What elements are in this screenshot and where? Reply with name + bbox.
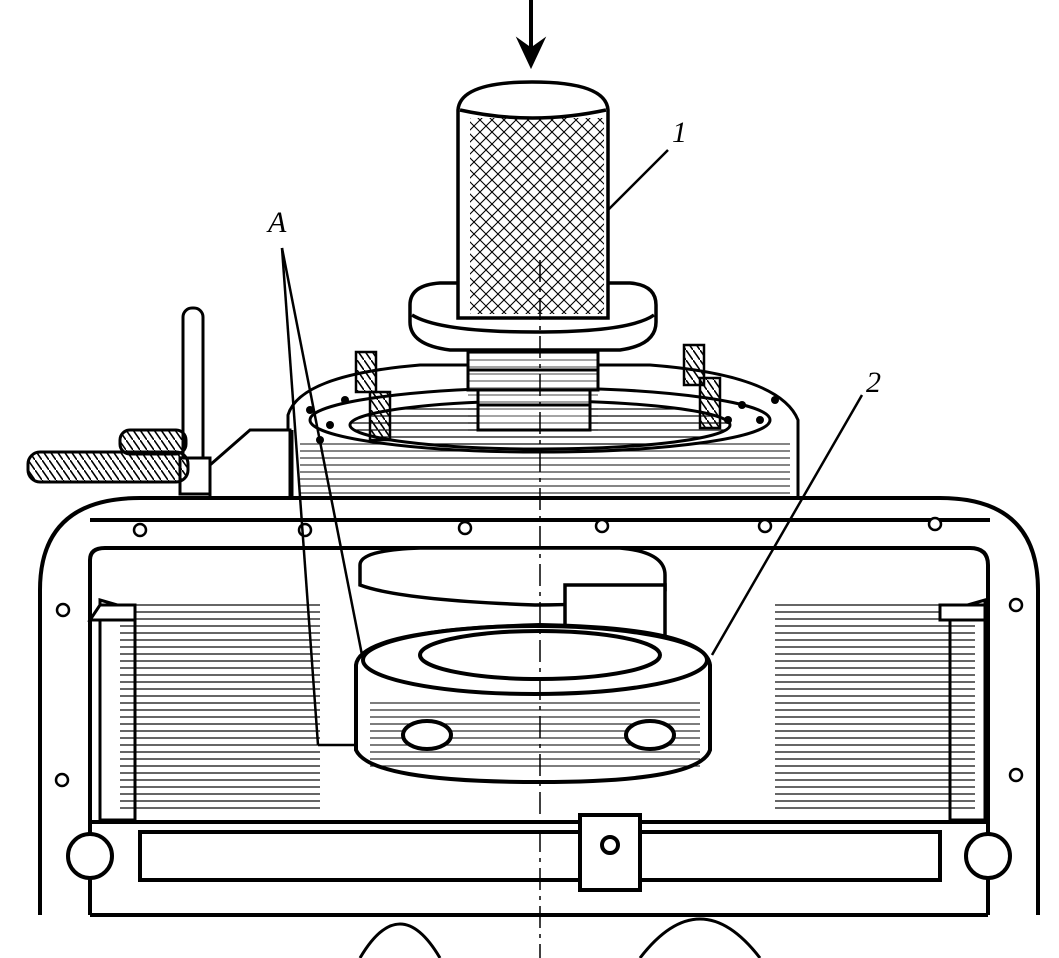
- center-rib: [66, 813, 1012, 958]
- callout-1: 1: [672, 116, 687, 149]
- press-arrow: [515, 0, 547, 70]
- side-walls: [87, 598, 987, 822]
- callout-2: 2: [866, 366, 881, 399]
- knurled-mandrel: [456, 80, 610, 320]
- bearing-cup-ring: [354, 622, 712, 785]
- clamp-handle: [178, 306, 212, 496]
- clamp-screw: [26, 428, 292, 500]
- mandrel-neck: [466, 350, 600, 432]
- studs: [354, 343, 722, 442]
- leader-lines: [280, 149, 864, 747]
- callout-A: A: [266, 206, 287, 239]
